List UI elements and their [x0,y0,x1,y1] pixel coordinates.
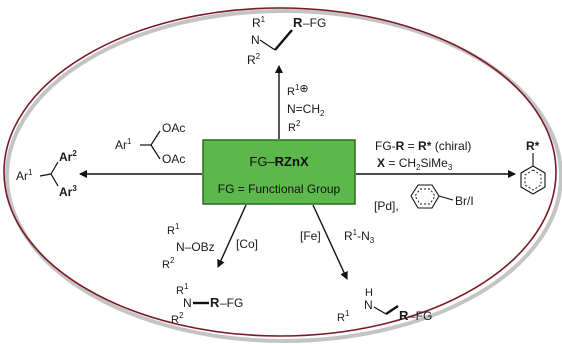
svg-text:R2: R2 [247,52,261,67]
svg-text:N: N [251,33,260,47]
svg-text:Br/I: Br/I [455,194,474,208]
svg-text:N: N [183,296,192,310]
svg-text:Ar3: Ar3 [59,184,77,199]
svg-text:R1: R1 [337,309,350,324]
central-reagent-box [202,139,356,205]
north-reagent: R1⊕ N=CH2 R2 [287,83,325,134]
svg-text:R: R [210,295,220,310]
svg-text:R2: R2 [171,311,184,326]
ellipse-shadow [5,9,562,343]
svg-text:H: H [365,287,373,299]
svg-text:N=CH2: N=CH2 [287,102,325,118]
svg-text:R1: R1 [252,15,266,30]
north-product: R1 N R2 R –FG [247,15,326,67]
svg-text:–FG: –FG [409,309,432,323]
southeast-reagent: R1-N3 [344,228,375,245]
aryl-halide-ring [410,184,454,209]
central-reagent-formula: FG–RZnX [249,154,309,169]
svg-text:N: N [364,298,373,312]
east-product: R* [520,139,546,195]
arrow-southwest [217,204,247,268]
svg-text:–FG: –FG [220,296,243,310]
svg-text:[Pd],: [Pd], [374,199,399,213]
svg-text:X = CH2SiMe3: X = CH2SiMe3 [377,156,453,172]
southwest-product: R1 N R –FG R2 [171,282,243,326]
svg-text:OAc: OAc [162,152,185,166]
svg-text:OAc: OAc [162,121,185,135]
scheme-ellipse [3,7,557,337]
svg-text:R1⊕: R1⊕ [287,83,309,98]
svg-text:R2: R2 [288,119,301,134]
arrow-southeast [312,204,348,280]
svg-text:FG-R = R* (chiral): FG-R = R* (chiral) [375,139,471,153]
svg-text:N–OBz: N–OBz [176,240,215,254]
svg-text:Ar1: Ar1 [115,137,132,152]
west-product: Ar1 Ar2 Ar3 [16,149,77,199]
svg-text:R2: R2 [162,256,175,271]
west-reagent: Ar1 OAc OAc [115,121,185,166]
svg-text:R1: R1 [167,222,180,237]
southwest-catalyst: [Co] [236,237,258,251]
svg-text:R*: R* [526,139,540,153]
east-conditions: FG-R = R* (chiral) X = CH2SiMe3 [Pd], Br… [374,139,474,213]
southeast-product: H N R1 R –FG [337,287,432,324]
southeast-catalyst: [Fe] [300,229,321,243]
functional-group-definition: FG = Functional Group [218,182,341,196]
svg-text:R1: R1 [176,282,189,297]
svg-text:R: R [399,308,409,323]
southwest-reagent: R1 N–OBz R2 [162,222,215,271]
svg-text:R: R [293,15,303,30]
svg-text:Ar1: Ar1 [16,168,33,183]
svg-text:Ar2: Ar2 [59,149,77,164]
svg-text:–FG: –FG [303,16,326,30]
